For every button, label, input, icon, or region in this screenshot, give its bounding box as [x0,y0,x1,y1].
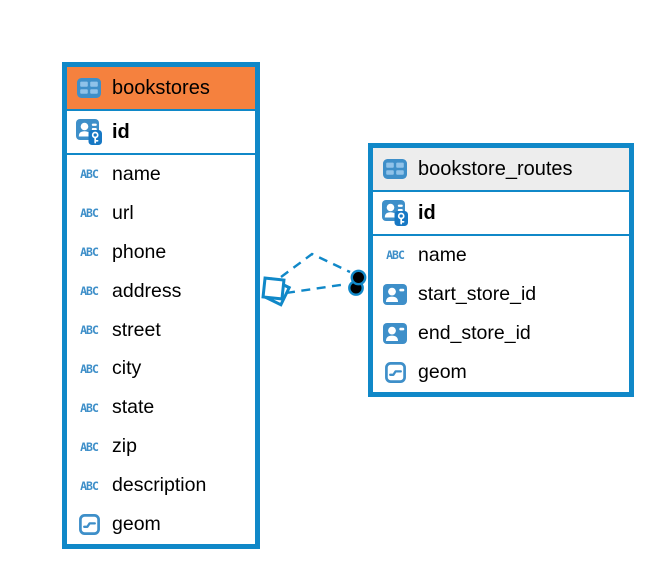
column-name: state [112,396,155,419]
relationship-line-upper[interactable] [280,252,351,278]
text-column-icon: ABC [386,248,405,263]
column-name: phone [112,240,167,263]
table-icon [381,159,409,179]
text-column-icon: ABC [80,478,99,493]
text-column-icon: ABC [80,361,99,376]
columns-section: ABC name start_store_id end_store_id geom [373,236,629,392]
column-row-zip[interactable]: ABC zip [67,427,255,466]
column-name: zip [112,435,137,458]
column-name: description [112,474,207,497]
text-column-icon: ABC [80,400,99,415]
table-title: bookstore_routes [418,157,573,180]
column-name: name [112,162,161,185]
primary-key-section: id [373,192,629,236]
column-name: address [112,279,182,302]
key-name: id [112,120,130,143]
column-row-street[interactable]: ABC street [67,311,255,350]
column-name: start_store_id [418,282,537,305]
table-icon [75,78,103,98]
table-header-bookstore-routes[interactable]: bookstore_routes [373,148,629,192]
column-name: name [418,243,467,266]
column-row-url[interactable]: ABC url [67,194,255,233]
column-row-geom[interactable]: geom [373,353,629,392]
primary-key-icon [381,200,409,226]
key-row-id[interactable]: id [67,111,255,153]
relationship-source-anchor-diamond[interactable] [261,276,292,307]
column-row-city[interactable]: ABC city [67,349,255,388]
reference-column-icon [381,283,409,305]
column-name: geom [418,360,467,383]
column-row-name[interactable]: ABC name [67,155,255,194]
text-column-icon: ABC [80,284,99,299]
data-column-icon [75,514,103,535]
relationship-target-anchor-dots[interactable] [348,269,367,296]
data-column-icon [381,361,409,383]
primary-key-icon [75,119,103,145]
table-bookstore-routes[interactable]: bookstore_routes id ABC name start_store_… [368,143,634,397]
column-name: end_store_id [418,321,531,344]
column-name: city [112,357,142,380]
table-title: bookstores [112,76,210,99]
relationship-line-lower[interactable] [285,282,348,295]
column-name: geom [112,512,161,535]
column-row-geom[interactable]: geom [67,505,255,544]
column-name: street [112,318,161,341]
column-name: url [112,201,134,224]
text-column-icon: ABC [80,323,99,337]
key-name: id [418,201,436,224]
column-row-end_store_id[interactable]: end_store_id [373,314,629,353]
key-row-id[interactable]: id [373,192,629,234]
column-row-state[interactable]: ABC state [67,388,255,427]
column-row-address[interactable]: ABC address [67,272,255,311]
text-column-icon: ABC [80,245,99,260]
column-row-phone[interactable]: ABC phone [67,233,255,272]
text-column-icon: ABC [80,167,99,182]
column-row-name[interactable]: ABC name [373,236,629,275]
column-row-start_store_id[interactable]: start_store_id [373,275,629,314]
text-column-icon: ABC [80,439,99,454]
primary-key-section: id [67,111,255,155]
table-header-bookstores[interactable]: bookstores [67,67,255,111]
column-row-description[interactable]: ABC description [67,466,255,505]
text-column-icon: ABC [80,206,99,221]
reference-column-icon [381,322,409,344]
